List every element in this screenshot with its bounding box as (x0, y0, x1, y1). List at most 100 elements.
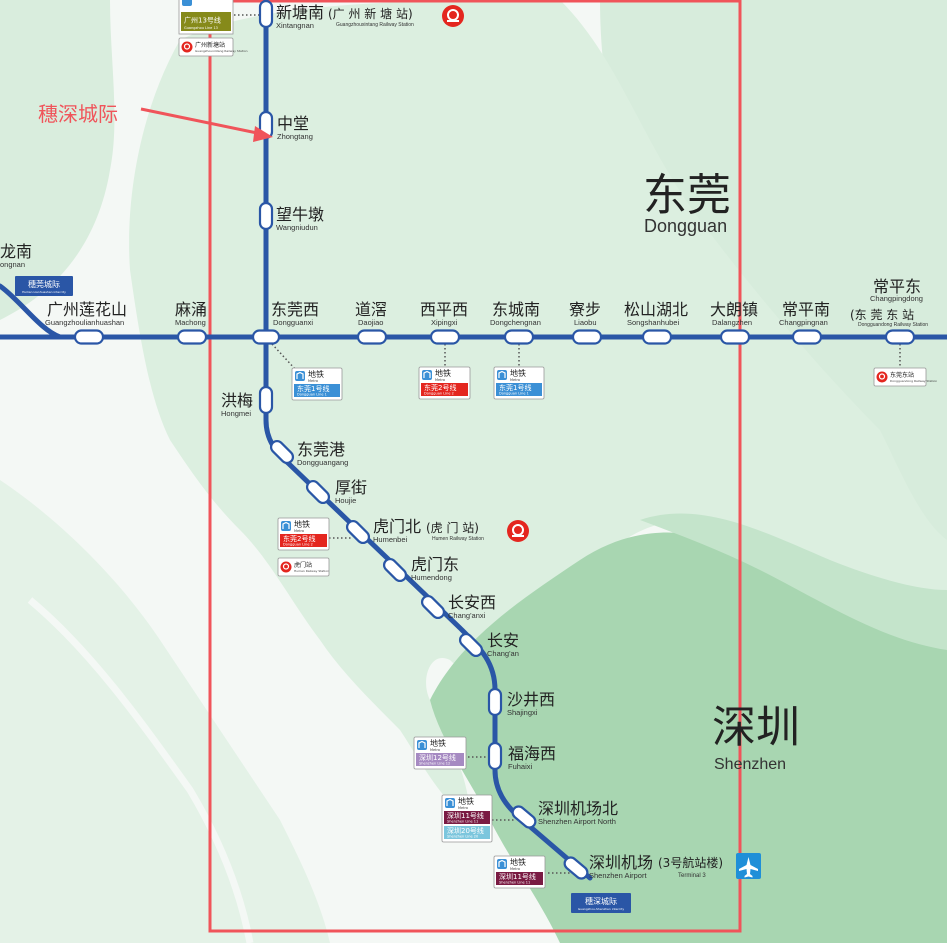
station-marker-airport0[interactable] (510, 804, 538, 830)
station-marker-diag2[interactable] (345, 519, 372, 546)
station-label-changanxi[interactable]: 长安西 (448, 593, 496, 612)
svg-text:Metro: Metro (294, 529, 304, 533)
station-label-dongguangang[interactable]: 东莞港 (297, 440, 345, 459)
svg-text:Shenzhen Line 12: Shenzhen Line 12 (419, 762, 450, 766)
station-label-xintangnan[interactable]: 新塘南 (276, 3, 324, 22)
station-rail-en-changpingdong: Dongguandong Railway Station (858, 322, 928, 328)
station-en-suffix-szairport: Terminal 3 (678, 873, 706, 879)
station-en-machong: Machong (175, 318, 206, 327)
station-marker-h6[interactable] (641, 329, 673, 345)
station-label-dongchengnan[interactable]: 东城南 (492, 300, 540, 319)
station-marker-h5[interactable] (571, 329, 603, 345)
station-label-songshanhubei[interactable]: 松山湖北 (624, 300, 688, 319)
station-label-dalangzhen[interactable]: 大朗镇 (710, 300, 758, 319)
station-marker-diag1[interactable] (305, 479, 332, 506)
station-label-zhongtang[interactable]: 中堂 (277, 114, 309, 133)
annotation-label: 穗深城际 (38, 102, 118, 126)
station-label-humendong[interactable]: 虎门东 (411, 555, 459, 574)
station-label-changan[interactable]: 长安 (487, 631, 519, 650)
svg-text:东莞1号线: 东莞1号线 (297, 384, 329, 393)
svg-text:穗莞城际: 穗莞城际 (28, 279, 60, 289)
station-marker-v0[interactable] (258, 0, 274, 29)
station-marker-airport1[interactable] (562, 855, 590, 881)
station-label-lianhuashan[interactable]: 广州莲花山 (47, 300, 127, 319)
station-label-hongmei[interactable]: 洪梅 (221, 391, 253, 410)
station-label-liaobu[interactable]: 寮步 (569, 300, 601, 319)
svg-text:Dongguan Line 2: Dongguan Line 2 (283, 543, 313, 547)
station-marker-h9[interactable] (884, 329, 916, 345)
station-label-daojiao[interactable]: 道滘 (355, 300, 387, 319)
station-marker-v2[interactable] (258, 201, 274, 231)
station-label-szairportnorth[interactable]: 深圳机场北 (538, 799, 618, 818)
station-label-houjie[interactable]: 厚街 (335, 478, 367, 497)
station-marker-h1[interactable] (176, 329, 208, 345)
land-dongguan (129, 0, 947, 820)
transfer-links (234, 14, 901, 874)
station-marker-diag3[interactable] (382, 557, 409, 584)
station-marker-diag5[interactable] (458, 632, 485, 659)
annotation-arrow (140, 107, 263, 136)
station-en-shajingxi: Shajingxi (507, 708, 538, 717)
station-en-changan: Chang'an (487, 649, 519, 658)
station-marker-sz0[interactable] (487, 687, 503, 717)
annotation: 穗深城际 (38, 102, 273, 142)
svg-text:地铁: 地铁 (308, 369, 324, 379)
station-marker-sz1[interactable] (487, 741, 503, 771)
station-label-changpingdong[interactable]: 常平东 (873, 277, 921, 296)
svg-text:Guangzhouxintang Railway Stati: Guangzhouxintang Railway Station (195, 49, 248, 53)
station-marker-h7[interactable] (719, 329, 751, 345)
svg-text:Metro: Metro (510, 867, 520, 871)
station-rail-changpingdong: (东 莞 东 站 (850, 308, 914, 322)
station-en-houjie: Houjie (335, 496, 356, 505)
svg-text:地铁: 地铁 (510, 368, 526, 378)
station-label-machong[interactable]: 麻涌 (175, 300, 207, 319)
svg-text:虎门站: 虎门站 (294, 561, 312, 569)
city-en-dongguan: Dongguan (644, 216, 727, 236)
station-label-humenbei[interactable]: 虎门北 (373, 517, 421, 536)
station-en-songshanhubei: Songshanhubei (627, 318, 679, 327)
station-en-liaobu: Liaobu (574, 318, 597, 327)
station-marker-h2[interactable] (356, 329, 388, 345)
station-marker-diag0[interactable] (269, 439, 296, 466)
station-marker-h0[interactable] (73, 329, 105, 345)
station-label-szairport[interactable]: 深圳机场 (589, 853, 653, 872)
station-marker-v3[interactable] (258, 385, 274, 415)
station-marker-h8[interactable] (791, 329, 823, 345)
land-west-bottom (0, 480, 330, 943)
station-en-dalangzhen: Dalangzhen (712, 318, 752, 327)
station-en-xintangnan: Xintangnan (276, 21, 314, 30)
station-en-lianhuashan: Guangzhoulianhuashan (45, 318, 124, 327)
station-label-fuhaixi[interactable]: 福海西 (508, 744, 556, 763)
station-label-shajingxi[interactable]: 沙井西 (507, 690, 555, 709)
station-label-xipingxi[interactable]: 西平西 (420, 300, 468, 319)
station-en-hongmei: Hongmei (221, 409, 251, 418)
station-marker-diag4[interactable] (420, 594, 447, 621)
station-label-wangniudun[interactable]: 望牛墩 (276, 205, 324, 224)
station-en-dongguangang: Dongguangang (297, 458, 348, 467)
railway-icon-humen (507, 520, 529, 542)
station-marker-dongguanxi[interactable] (251, 329, 281, 345)
station-label-changpingnan[interactable]: 常平南 (782, 300, 830, 319)
station-en-wangniudun: Wangniudun (276, 223, 318, 232)
station-marker-h4[interactable] (503, 329, 535, 345)
svg-text:Shenzhen Line 11: Shenzhen Line 11 (447, 820, 478, 824)
svg-text:深圳11号线: 深圳11号线 (499, 872, 536, 881)
svg-text:Dongguandong Railway Station: Dongguandong Railway Station (890, 379, 937, 383)
station-label-dongguanxi[interactable]: 东莞西 (271, 300, 319, 319)
svg-text:Metro: Metro (435, 378, 445, 382)
station-marker-h3[interactable] (429, 329, 461, 345)
